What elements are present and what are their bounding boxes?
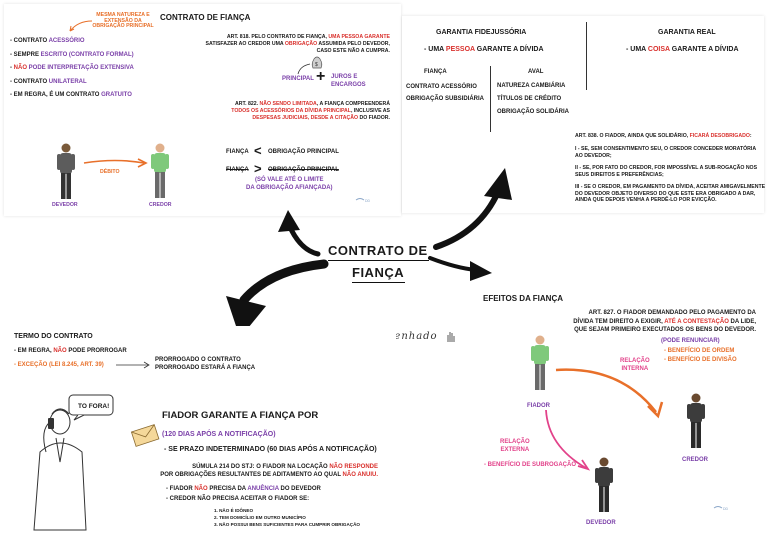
center-line2: FIANÇA	[352, 265, 405, 280]
art838-title: ART. 838. O FIADOR, AINDA QUE SOLIDÁRIO,…	[575, 133, 752, 139]
credor-person-icon	[151, 143, 169, 198]
termo-regra: - EM REGRA, NÃO PODE PRORROGAR	[14, 348, 127, 354]
devedor-efeitos-label: DEVEDOR	[586, 520, 616, 526]
center-underline-1	[328, 260, 429, 262]
termo-title: TERMO DO CONTRATO	[14, 333, 93, 340]
relacao-externa-arrow	[545, 409, 587, 469]
excecao-arrow	[116, 361, 150, 369]
bullet-3: - NÃO PODE INTERPRETAÇÃO EXTENSIVA	[10, 65, 134, 71]
envelope-icon	[130, 424, 160, 447]
beneficio-subrogacao: - BENEFÍCIO DE SUBROGAÇÃO	[484, 462, 577, 468]
credor-nao-precisa: - CREDOR NÃO PRECISA ACEITAR O FIADOR SE…	[166, 496, 310, 502]
art822: ART. 822. NÃO SENDO LIMITADA, A FIANÇA C…	[231, 101, 390, 121]
bullet-4: - CONTRATO UNILATERAL	[10, 78, 87, 85]
less-than: <	[254, 143, 262, 158]
svg-text:$: $	[315, 62, 318, 68]
garantia-panel	[402, 16, 764, 213]
real-desc: - UMA COISA GARANTE A DÍVIDA	[626, 46, 739, 53]
plus-sign: +	[316, 68, 326, 85]
anuencia: - FIADOR NÃO PRECISA DA ANUÊNCIA DO DEVE…	[166, 486, 321, 492]
fiador-person-icon	[531, 335, 549, 390]
principal-label: PRINCIPAL	[282, 76, 314, 82]
center-line1: CONTRATO DE	[328, 243, 428, 258]
fianca-head: FIANÇA	[424, 69, 447, 75]
obrigacao-principal-1: OBRIGAÇÃO PRINCIPAL	[268, 149, 339, 155]
fiador-label: FIADOR	[527, 403, 550, 409]
principal-arrow	[297, 63, 311, 75]
devedor-suit-person-icon	[595, 457, 613, 512]
man-on-phone-icon	[33, 408, 87, 531]
fidejussoria-desc: - UMA PESSOA GARANTE A DÍVIDA	[424, 46, 544, 53]
hand-icon	[447, 332, 455, 342]
sumula-214: SÚMULA 214 DO STJ: O FIADOR NA LOCAÇÃO N…	[160, 464, 378, 478]
svg-text:DD: DD	[723, 507, 729, 511]
efeitos-panel	[476, 290, 764, 538]
art818: ART. 818. PELO CONTRATO DE FIANÇA, UMA P…	[205, 34, 390, 54]
relacao-interna-arrow	[555, 368, 657, 413]
real-title: GARANTIA REAL	[658, 29, 716, 36]
speech-text: TO FORA!	[78, 403, 110, 410]
bullet-5: - EM REGRA, É UM CONTRATO GRATUITO	[10, 92, 132, 98]
fianca-gt-label: FIANÇA	[226, 167, 249, 173]
credor-suit-person-icon	[687, 393, 705, 448]
dias-120: (120 DIAS APÓS A NOTIFICAÇÃO)	[162, 431, 276, 438]
debito-label: DÉBITO	[100, 169, 120, 175]
money-bag-icon: $	[311, 56, 323, 69]
fianca-list: CONTRATO ACESSÓRIO OBRIGAÇÃO SUBSIDIÁRIA	[406, 84, 485, 102]
natureza-note: MESMA NATUREZA E EXTENSÃO DA OBRIGAÇÃO P…	[92, 12, 154, 30]
garantia-divider	[586, 22, 587, 90]
contrato-bullets: - CONTRATO ACESSÓRIO - SEMPRE ESCRITO (C…	[10, 35, 134, 103]
aval-list: NATUREZA CAMBIÁRIA TÍTULOS DE CRÉDITO OB…	[497, 83, 569, 115]
obrigacao-principal-2: OBRIGAÇÃO PRINCIPAL	[268, 167, 339, 173]
note-arrow	[69, 20, 93, 32]
debito-arrow	[83, 158, 148, 168]
greater-than: >	[254, 161, 262, 176]
speech-bubble	[68, 394, 114, 421]
fidejussoria-title: GARANTIA FIDEJUSSÓRIA	[436, 29, 527, 36]
beneficios-list: - BENEFÍCIO DE ORDEM - BENEFÍCIO DE DIVI…	[664, 348, 737, 363]
art838-incisos: I - SE, SEM CONSENTIMENTO SEU, O CREDOR …	[575, 146, 766, 203]
pode-renunciar: (PODE RENUNCIAR)	[661, 338, 720, 344]
arrow-to-termo	[239, 259, 329, 305]
brand-mark-icon-2: DD	[713, 506, 729, 511]
brand-mark-icon: DD	[355, 198, 371, 203]
dias-60: - SE PRAZO INDETERMINADO (60 DIAS APÓS A…	[164, 446, 377, 453]
credor-condicoes: 1. NÃO É IDÔNEO 2. TEM DOMICÍLIO EM OUTR…	[214, 508, 360, 527]
art827: ART. 827. O FIADOR DEMANDADO PELO PAGAME…	[573, 310, 756, 333]
efeitos-title: EFEITOS DA FIANÇA	[483, 294, 564, 303]
contrato-title: CONTRATO DE FIANÇA	[160, 13, 251, 22]
credor-label: CREDOR	[149, 202, 172, 208]
svg-text:DD: DD	[365, 199, 371, 203]
devedor-label: DEVEDOR	[52, 202, 78, 208]
arrow-to-garantia	[433, 189, 501, 250]
fianca-aval-divider	[490, 66, 491, 132]
termo-excecao: - EXCEÇÃO (LEI 8.245, ART. 39)	[14, 362, 104, 368]
fianca-lt-label: FIANÇA	[226, 149, 249, 155]
bullet-1: - CONTRATO ACESSÓRIO	[10, 38, 85, 44]
center-underline-2	[352, 282, 405, 284]
bullet-2: - SEMPRE ESCRITO (CONTRATO FORMAL)	[10, 51, 134, 58]
fiador-garante-title: FIADOR GARANTE A FIANÇA POR	[162, 410, 319, 421]
aval-head: AVAL	[528, 69, 544, 75]
devedor-person-icon	[57, 143, 75, 199]
credor-efeitos-label: CREDOR	[682, 457, 709, 463]
